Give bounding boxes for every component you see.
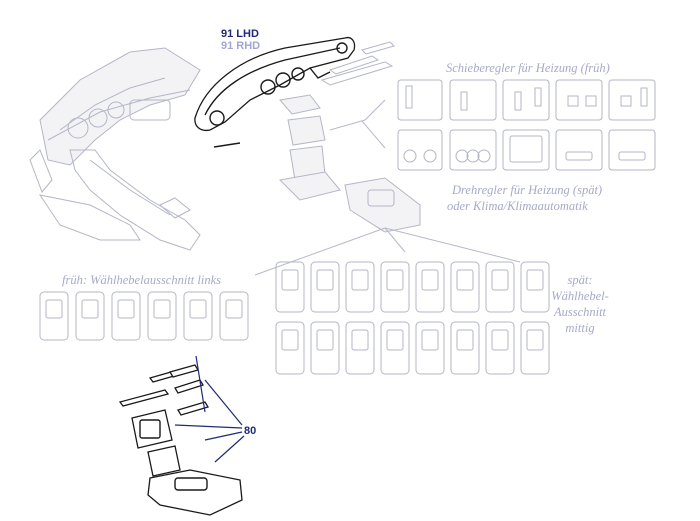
center-console-stack bbox=[278, 94, 421, 233]
heater-late-label-line1: Drehregler für Heizung (spät) bbox=[451, 183, 602, 197]
selector-late-label-line2: Wählhebel- bbox=[551, 289, 609, 303]
selector-early-label: früh: Wählhebelausschnitt links bbox=[62, 273, 221, 287]
part-80-leaders bbox=[174, 355, 245, 463]
selector-panels-early bbox=[39, 291, 249, 341]
lhd-label: 91 LHD bbox=[221, 28, 259, 40]
console-part-80-drawing bbox=[118, 364, 243, 516]
selector-leaders bbox=[254, 227, 521, 276]
switch-strips bbox=[320, 41, 395, 86]
heater-rotary-panels bbox=[397, 129, 656, 171]
selector-late-label-line3: Ausschnitt bbox=[553, 305, 607, 319]
interior-overview-drawing bbox=[29, 47, 201, 251]
dashboard-lhd-drawing bbox=[194, 36, 356, 148]
selector-late-label-line1: spät: bbox=[568, 273, 593, 287]
heater-late-label-line2: oder Klima/Klimaautomatik bbox=[447, 199, 588, 213]
heater-leaders bbox=[329, 99, 386, 149]
part-number-80: 80 bbox=[244, 425, 256, 437]
selector-late-label-line4: mittig bbox=[565, 321, 594, 335]
rhd-label: 91 RHD bbox=[221, 40, 260, 52]
heater-slider-panels bbox=[397, 79, 656, 121]
selector-panels-late bbox=[275, 261, 550, 375]
heater-early-label: Schieberegler für Heizung (früh) bbox=[446, 61, 610, 75]
